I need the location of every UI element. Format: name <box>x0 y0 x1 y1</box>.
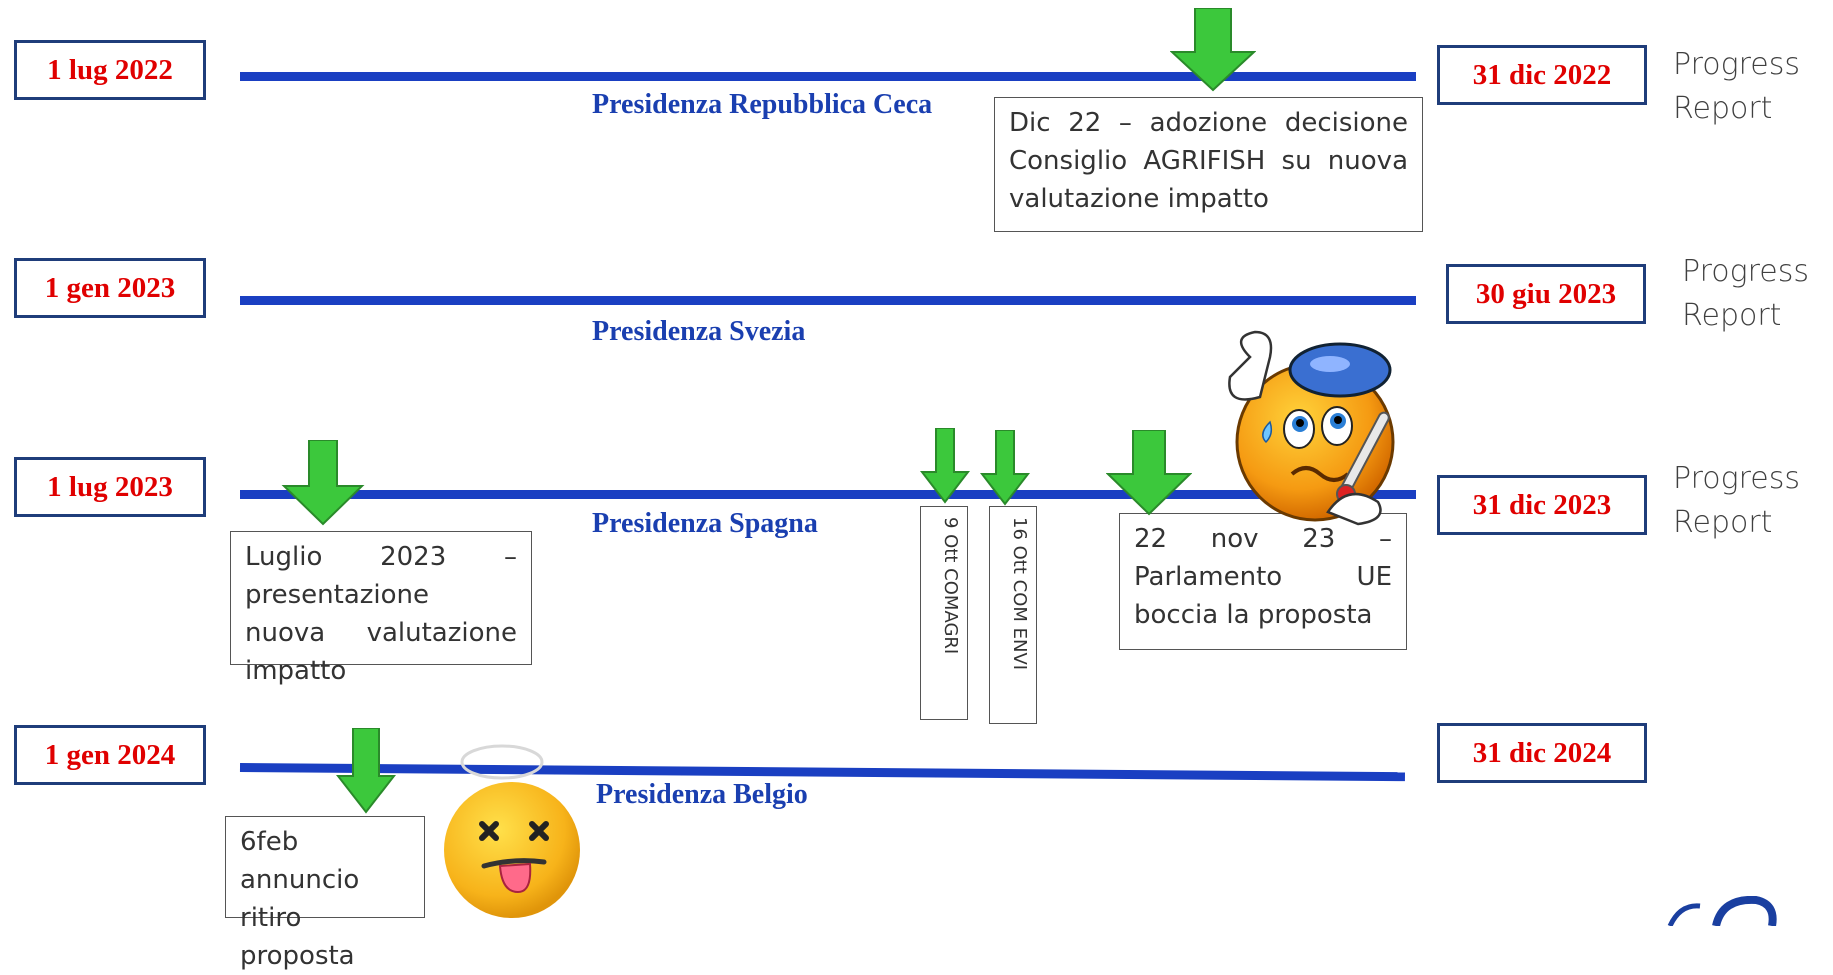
sick-face-emoji-icon <box>1228 330 1395 526</box>
down-arrow-icon <box>920 428 970 504</box>
presidency-label-czech: Presidenza Repubblica Ceca <box>592 89 933 120</box>
presidency-label-spain: Presidenza Spagna <box>592 508 818 539</box>
end-date-box-2024: 31 dic 2024 <box>1437 723 1647 783</box>
start-date-label: 1 lug 2022 <box>47 53 173 86</box>
logo-fragment-icon <box>1667 896 1777 926</box>
progress-report-label: Progress Report <box>1673 47 1800 126</box>
dizzy-face-emoji-icon <box>444 744 580 918</box>
down-arrow-icon <box>1170 8 1256 92</box>
start-date-box-2022-h2: 1 lug 2022 <box>14 40 206 100</box>
down-arrow-icon <box>336 728 396 814</box>
timeline-bar-2024 <box>239 763 1405 782</box>
end-date-box-2022-h2: 31 dic 2022 <box>1437 45 1647 105</box>
down-arrow-icon <box>1106 430 1192 516</box>
start-date-label: 1 gen 2023 <box>44 271 176 304</box>
down-arrow-icon <box>980 430 1030 506</box>
down-arrow-icon <box>281 440 365 526</box>
event-note-com-envi: 16 Ott COM ENVI <box>989 506 1037 724</box>
start-date-box-2024: 1 gen 2024 <box>14 725 206 785</box>
end-date-box-2023-h1: 30 giu 2023 <box>1446 264 1646 324</box>
timeline-bar-2023-h1 <box>240 296 1416 305</box>
event-note-luglio-2023: Luglio 2023 – presentazione nuova valuta… <box>230 531 532 686</box>
presidency-label-belgium: Presidenza Belgio <box>596 779 808 810</box>
event-note-ritiro: 6feb annuncio ritiro proposta <box>225 816 425 971</box>
start-date-box-2023-h2: 1 lug 2023 <box>14 457 206 517</box>
end-date-label: 31 dic 2023 <box>1472 488 1612 521</box>
presidency-label-sweden: Presidenza Svezia <box>592 316 806 347</box>
start-date-label: 1 lug 2023 <box>47 470 173 503</box>
event-note-parlamento: 22 nov 23 – Parlamento UE boccia la prop… <box>1119 513 1407 650</box>
event-note-comagri: 9 Ott COMAGRI <box>920 506 968 720</box>
progress-report-label: Progress Report <box>1682 254 1809 333</box>
event-note-agrifish: Dic 22 – adozione decisione Consiglio AG… <box>994 97 1423 232</box>
end-date-label: 31 dic 2024 <box>1472 736 1612 769</box>
end-date-label: 30 giu 2023 <box>1475 277 1617 310</box>
timeline-bar-2023-h2 <box>240 490 1416 499</box>
progress-report-label: Progress Report <box>1673 461 1800 540</box>
timeline-bar-2022-h2 <box>240 72 1416 81</box>
start-date-label: 1 gen 2024 <box>44 738 176 771</box>
end-date-label: 31 dic 2022 <box>1472 58 1612 91</box>
start-date-box-2023-h1: 1 gen 2023 <box>14 258 206 318</box>
end-date-box-2023-h2: 31 dic 2023 <box>1437 475 1647 535</box>
